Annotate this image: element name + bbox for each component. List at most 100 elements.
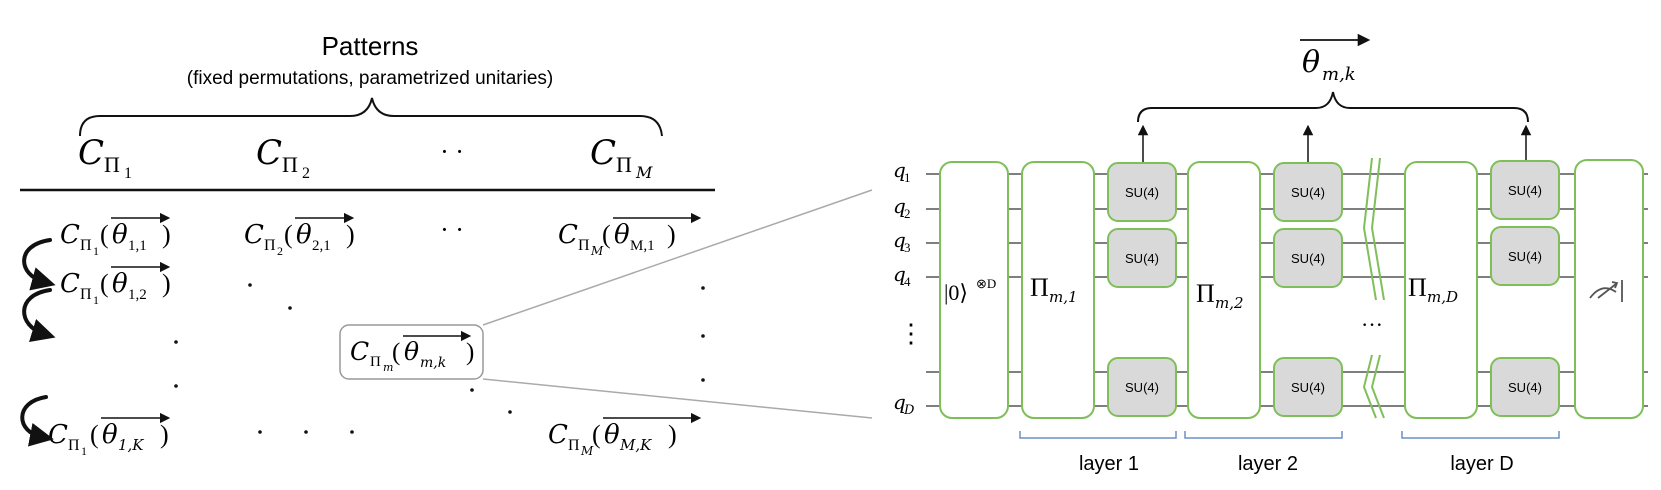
qubit-label-q1: q1	[893, 158, 911, 185]
svg-text:θ: θ	[604, 420, 620, 450]
svg-text:SU(4): SU(4)	[1291, 380, 1325, 395]
svg-text:Π: Π	[68, 437, 80, 454]
svg-text:M,1: M,1	[630, 238, 655, 254]
header-c-pi-2: C Π 2	[256, 133, 310, 182]
header-ellipsis: · ·	[440, 137, 464, 166]
highlight-cell-box	[339, 324, 484, 380]
init-box	[939, 161, 1009, 419]
zoom-line-bottom	[482, 378, 873, 419]
svg-text:θ: θ	[112, 220, 128, 250]
layer-label-2: layer 2	[1238, 453, 1298, 475]
layer-bracket-D	[1401, 431, 1560, 439]
header-sub2: 2	[302, 165, 310, 182]
su4-gate: SU(4)	[1107, 228, 1177, 288]
param-arrows	[1137, 124, 1532, 163]
qubit-label-q3: q3	[893, 228, 911, 255]
svg-text:4: 4	[904, 274, 911, 289]
svg-text:q: q	[893, 194, 906, 218]
svg-text:m,k: m,k	[420, 355, 446, 371]
perm-box-2	[1187, 161, 1261, 419]
svg-text:Π: Π	[80, 286, 92, 303]
svg-text:Π: Π	[370, 354, 381, 370]
svg-text:θ: θ	[1302, 45, 1320, 80]
svg-text:C: C	[60, 269, 80, 299]
qubit-label-qD: qD	[893, 390, 915, 418]
svg-text:(: (	[602, 220, 611, 249]
svg-text:3: 3	[904, 240, 911, 255]
header-base: C	[78, 133, 104, 173]
svg-text:q: q	[893, 228, 906, 252]
svg-text:M: M	[590, 244, 604, 258]
svg-text:(: (	[100, 220, 109, 249]
header-sub: Π	[282, 152, 298, 177]
su4-gate: SU(4)	[1273, 162, 1343, 222]
svg-text:(: (	[392, 339, 400, 366]
header-c-pi-m: C Π M	[590, 133, 653, 182]
perm-label-1: Π m,1	[1030, 273, 1078, 306]
svg-text:D: D	[903, 403, 915, 418]
svg-text:C: C	[558, 220, 578, 250]
svg-text:Π: Π	[568, 437, 580, 454]
svg-text:1,1: 1,1	[128, 238, 147, 254]
su4-gate: SU(4)	[1490, 226, 1560, 286]
su4-gates: SU(4) SU(4) SU(4) SU(4) SU(4) SU(4) SU(4…	[1107, 160, 1560, 417]
header-sub2: M	[635, 163, 653, 182]
svg-text:): )	[162, 269, 171, 298]
table-dots	[174, 283, 705, 434]
svg-text:1: 1	[81, 444, 87, 458]
svg-text:1,K: 1,K	[118, 436, 144, 454]
patterns-subtitle: (fixed permutations, parametrized unitar…	[187, 68, 553, 89]
svg-text:C: C	[350, 337, 369, 366]
circuit-break-mark	[1362, 157, 1385, 419]
svg-text:θ: θ	[404, 337, 419, 366]
svg-text:m: m	[383, 361, 393, 374]
svg-text:): )	[466, 339, 474, 366]
svg-text:Π: Π	[1408, 273, 1427, 302]
svg-text:Π: Π	[80, 237, 92, 254]
svg-text:): )	[668, 420, 677, 449]
su4-gate: SU(4)	[1490, 160, 1560, 220]
svg-text:Π: Π	[264, 237, 276, 254]
cell-rowK-colM: C Π M ( θ M,K )	[548, 412, 702, 458]
layer-label-1: layer 1	[1079, 453, 1139, 475]
cell-row1-col1: C Π 1 ( θ 1,1 )	[60, 212, 171, 258]
qubit-labels: q1 q2 q3 q4 ⋮ qD	[893, 158, 924, 418]
patterns-title: Patterns	[322, 31, 419, 61]
svg-text:⊗D: ⊗D	[976, 276, 996, 291]
svg-text:(: (	[284, 220, 293, 249]
perm-box-1	[1021, 161, 1095, 419]
highlight-cell: C Π m ( θ m,k )	[350, 330, 474, 374]
layer-bracket-2	[1184, 431, 1343, 439]
svg-text:2: 2	[277, 244, 283, 258]
svg-text:Π: Π	[578, 237, 590, 254]
svg-text:m,D: m,D	[1427, 288, 1458, 306]
svg-text:SU(4): SU(4)	[1291, 185, 1325, 200]
header-c-pi-1: C Π 1	[78, 133, 132, 182]
zoom-line-top	[482, 189, 873, 326]
svg-text:q: q	[893, 158, 906, 182]
su4-gate: SU(4)	[1490, 357, 1560, 417]
perm-label-D: Π m,D	[1408, 273, 1458, 306]
svg-text:C: C	[60, 220, 80, 250]
svg-text:): )	[160, 420, 169, 449]
cell-row2-col1: C Π 1 ( θ 1,2 )	[60, 261, 171, 307]
svg-text:θ: θ	[614, 220, 630, 250]
svg-text:C: C	[48, 420, 68, 450]
svg-text:2,1: 2,1	[312, 238, 331, 254]
svg-text:m,k: m,k	[1322, 64, 1356, 85]
su4-gate: SU(4)	[1107, 162, 1177, 222]
header-sub: Π	[616, 152, 632, 177]
svg-text:θ: θ	[296, 220, 312, 250]
qubit-vdots: ⋮	[898, 319, 924, 348]
svg-text:(: (	[100, 269, 109, 298]
svg-text:m,1: m,1	[1049, 288, 1078, 306]
init-state-label: |0⟩ ⊗D	[944, 276, 996, 305]
qubit-label-q4: q4	[893, 262, 911, 289]
svg-text:|0⟩: |0⟩	[944, 280, 968, 305]
svg-text:M: M	[580, 444, 594, 458]
circuit-brace	[1137, 91, 1529, 123]
svg-text:SU(4): SU(4)	[1125, 380, 1159, 395]
perm-label-2: Π m,2	[1196, 279, 1244, 312]
svg-text:(: (	[90, 420, 99, 449]
